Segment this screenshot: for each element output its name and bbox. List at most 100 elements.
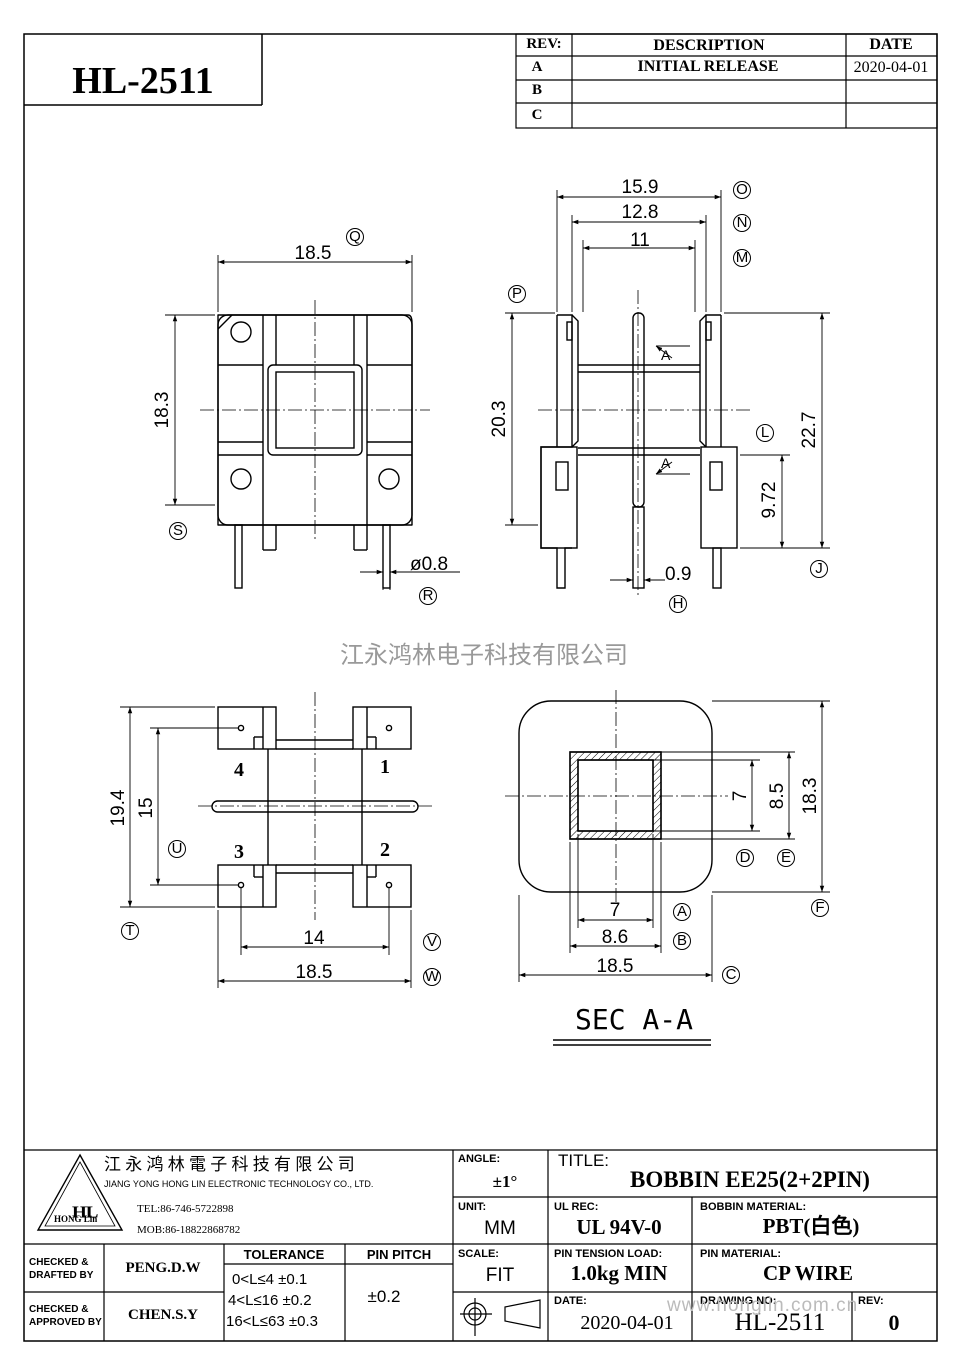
- description-header: DESCRIPTION: [653, 37, 765, 54]
- side-view-dimensions: [505, 190, 830, 583]
- rev-label: REV:: [858, 1295, 884, 1307]
- tag-c: C: [722, 966, 740, 984]
- tag-w: W: [423, 968, 441, 986]
- date-label: DATE:: [554, 1295, 587, 1307]
- company-name-cn: 江 永 鸿 林 電 子 科 技 有 限 公 司: [104, 1155, 355, 1174]
- tolerance-header: TOLERANCE: [243, 1247, 325, 1262]
- checked-approved-label-1: CHECKED &: [29, 1304, 89, 1315]
- company-tel: TEL:86-746-5722898: [137, 1203, 234, 1215]
- dim-side-l: 9.72: [759, 481, 780, 519]
- company-logo-shape: [36, 1153, 124, 1231]
- dim-side-n: 12.8: [621, 202, 659, 223]
- rev-row-a-date: 2020-04-01: [853, 59, 929, 76]
- dim-section-e: 8.5: [767, 782, 788, 810]
- ul-value: UL 94V-0: [576, 1215, 662, 1239]
- dim-side-j: 22.7: [799, 411, 820, 449]
- drawing-no-label: DRAWING NO:: [700, 1295, 777, 1307]
- tag-h: H: [669, 595, 687, 613]
- tolerance-row-2: 4<L≤16 ±0.2: [228, 1292, 312, 1309]
- dim-section-c: 18.5: [596, 956, 634, 977]
- tag-b: B: [673, 932, 691, 950]
- angle-label: ANGLE:: [458, 1153, 501, 1165]
- logo-name: HONG Lin: [54, 1214, 98, 1224]
- dim-section-a: 7: [609, 900, 621, 921]
- material-label: BOBBIN MATERIAL:: [700, 1201, 807, 1213]
- scale-value: FIT: [485, 1265, 515, 1286]
- dim-front-width: 18.5: [294, 243, 332, 264]
- dim-pin-diameter: ø0.8: [410, 554, 449, 575]
- dim-bottom-v: 14: [303, 928, 325, 949]
- scale-label: SCALE:: [458, 1248, 499, 1260]
- rev-header: REV:: [526, 36, 562, 52]
- tension-value: 1.0kg MIN: [570, 1261, 668, 1285]
- section-title-underline: [553, 1039, 711, 1046]
- dim-section-f: 18.3: [800, 777, 821, 815]
- company-name-en: JIANG YONG HONG LIN ELECTRONIC TECHNOLOG…: [104, 1179, 374, 1189]
- checked-approved-by: CHEN.S.Y: [127, 1307, 199, 1323]
- section-view-centerlines: [505, 690, 728, 905]
- tag-t: T: [121, 922, 139, 940]
- logo-letters: HL: [72, 1203, 98, 1222]
- rev-row-c: C: [531, 107, 543, 123]
- pin-pitch-header: PIN PITCH: [366, 1247, 432, 1262]
- tension-label: PIN TENSION LOAD:: [554, 1248, 663, 1260]
- rev-value: 0: [888, 1310, 900, 1335]
- tag-v: V: [423, 933, 441, 951]
- tag-s: S: [169, 522, 187, 540]
- tag-f: F: [811, 899, 829, 917]
- dim-side-p: 20.3: [489, 400, 510, 438]
- pin-pitch-value: ±0.2: [367, 1287, 401, 1306]
- unit-value: MM: [484, 1218, 516, 1239]
- tag-r: R: [419, 587, 437, 605]
- pin-number-2: 2: [380, 839, 390, 861]
- side-view: [540, 312, 738, 589]
- dim-section-d: 7: [730, 790, 751, 802]
- title-label: TITLE:: [558, 1151, 610, 1170]
- bottom-view-centerlines: [198, 692, 432, 920]
- tag-a: A: [673, 903, 691, 921]
- drawing-no-value: HL-2511: [734, 1309, 826, 1336]
- header-part-number: HL-2511: [72, 60, 214, 102]
- bottom-view: [211, 706, 419, 908]
- pin-material-label: PIN MATERIAL:: [700, 1248, 782, 1260]
- dim-bottom-w: 18.5: [295, 962, 333, 983]
- tag-p: P: [508, 285, 526, 303]
- unit-label: UNIT:: [458, 1201, 487, 1213]
- tag-m: M: [733, 249, 751, 267]
- tolerance-row-1: 0<L≤4 ±0.1: [232, 1271, 308, 1288]
- tag-l: L: [756, 424, 774, 442]
- tag-d: D: [736, 849, 754, 867]
- sheet-frame: [23, 33, 938, 1342]
- checked-drafted-by: PENG.D.W: [125, 1260, 201, 1276]
- date-header: DATE: [869, 36, 913, 53]
- angle-value: ±1°: [492, 1172, 518, 1191]
- section-mark-lower: A: [661, 455, 671, 471]
- section-title: SEC A-A: [574, 1003, 694, 1036]
- dim-bottom-t: 19.4: [108, 789, 129, 827]
- material-value: PBT(白色): [762, 1214, 860, 1238]
- title-value: BOBBIN EE25(2+2PIN): [630, 1167, 870, 1192]
- tag-q: Q: [346, 228, 364, 246]
- front-view-centerlines: [200, 300, 430, 540]
- dim-front-height: 18.3: [152, 391, 173, 429]
- pin-number-1: 1: [380, 756, 390, 778]
- rev-row-a-description: INITIAL RELEASE: [637, 58, 779, 75]
- dim-side-o: 15.9: [621, 177, 659, 198]
- rev-row-b: B: [531, 82, 543, 98]
- company-mob: MOB:86-18822868782: [137, 1224, 241, 1236]
- dim-side-m: 11: [630, 230, 650, 251]
- dim-side-h: 0.9: [665, 564, 692, 585]
- date-value: 2020-04-01: [580, 1312, 674, 1334]
- dim-section-b: 8.6: [601, 927, 629, 948]
- section-view-dimensions: [518, 700, 830, 982]
- checked-approved-label-2: APPROVED BY: [29, 1317, 102, 1328]
- rev-row-a: A: [531, 59, 543, 75]
- checked-drafted-label-2: DRAFTED BY: [29, 1270, 94, 1281]
- website-watermark: www.honglin.com.cn: [667, 1295, 859, 1316]
- title-block-grid: [24, 1149, 937, 1341]
- tag-e: E: [777, 849, 795, 867]
- checked-drafted-label-1: CHECKED &: [29, 1257, 89, 1268]
- tag-u: U: [168, 840, 186, 858]
